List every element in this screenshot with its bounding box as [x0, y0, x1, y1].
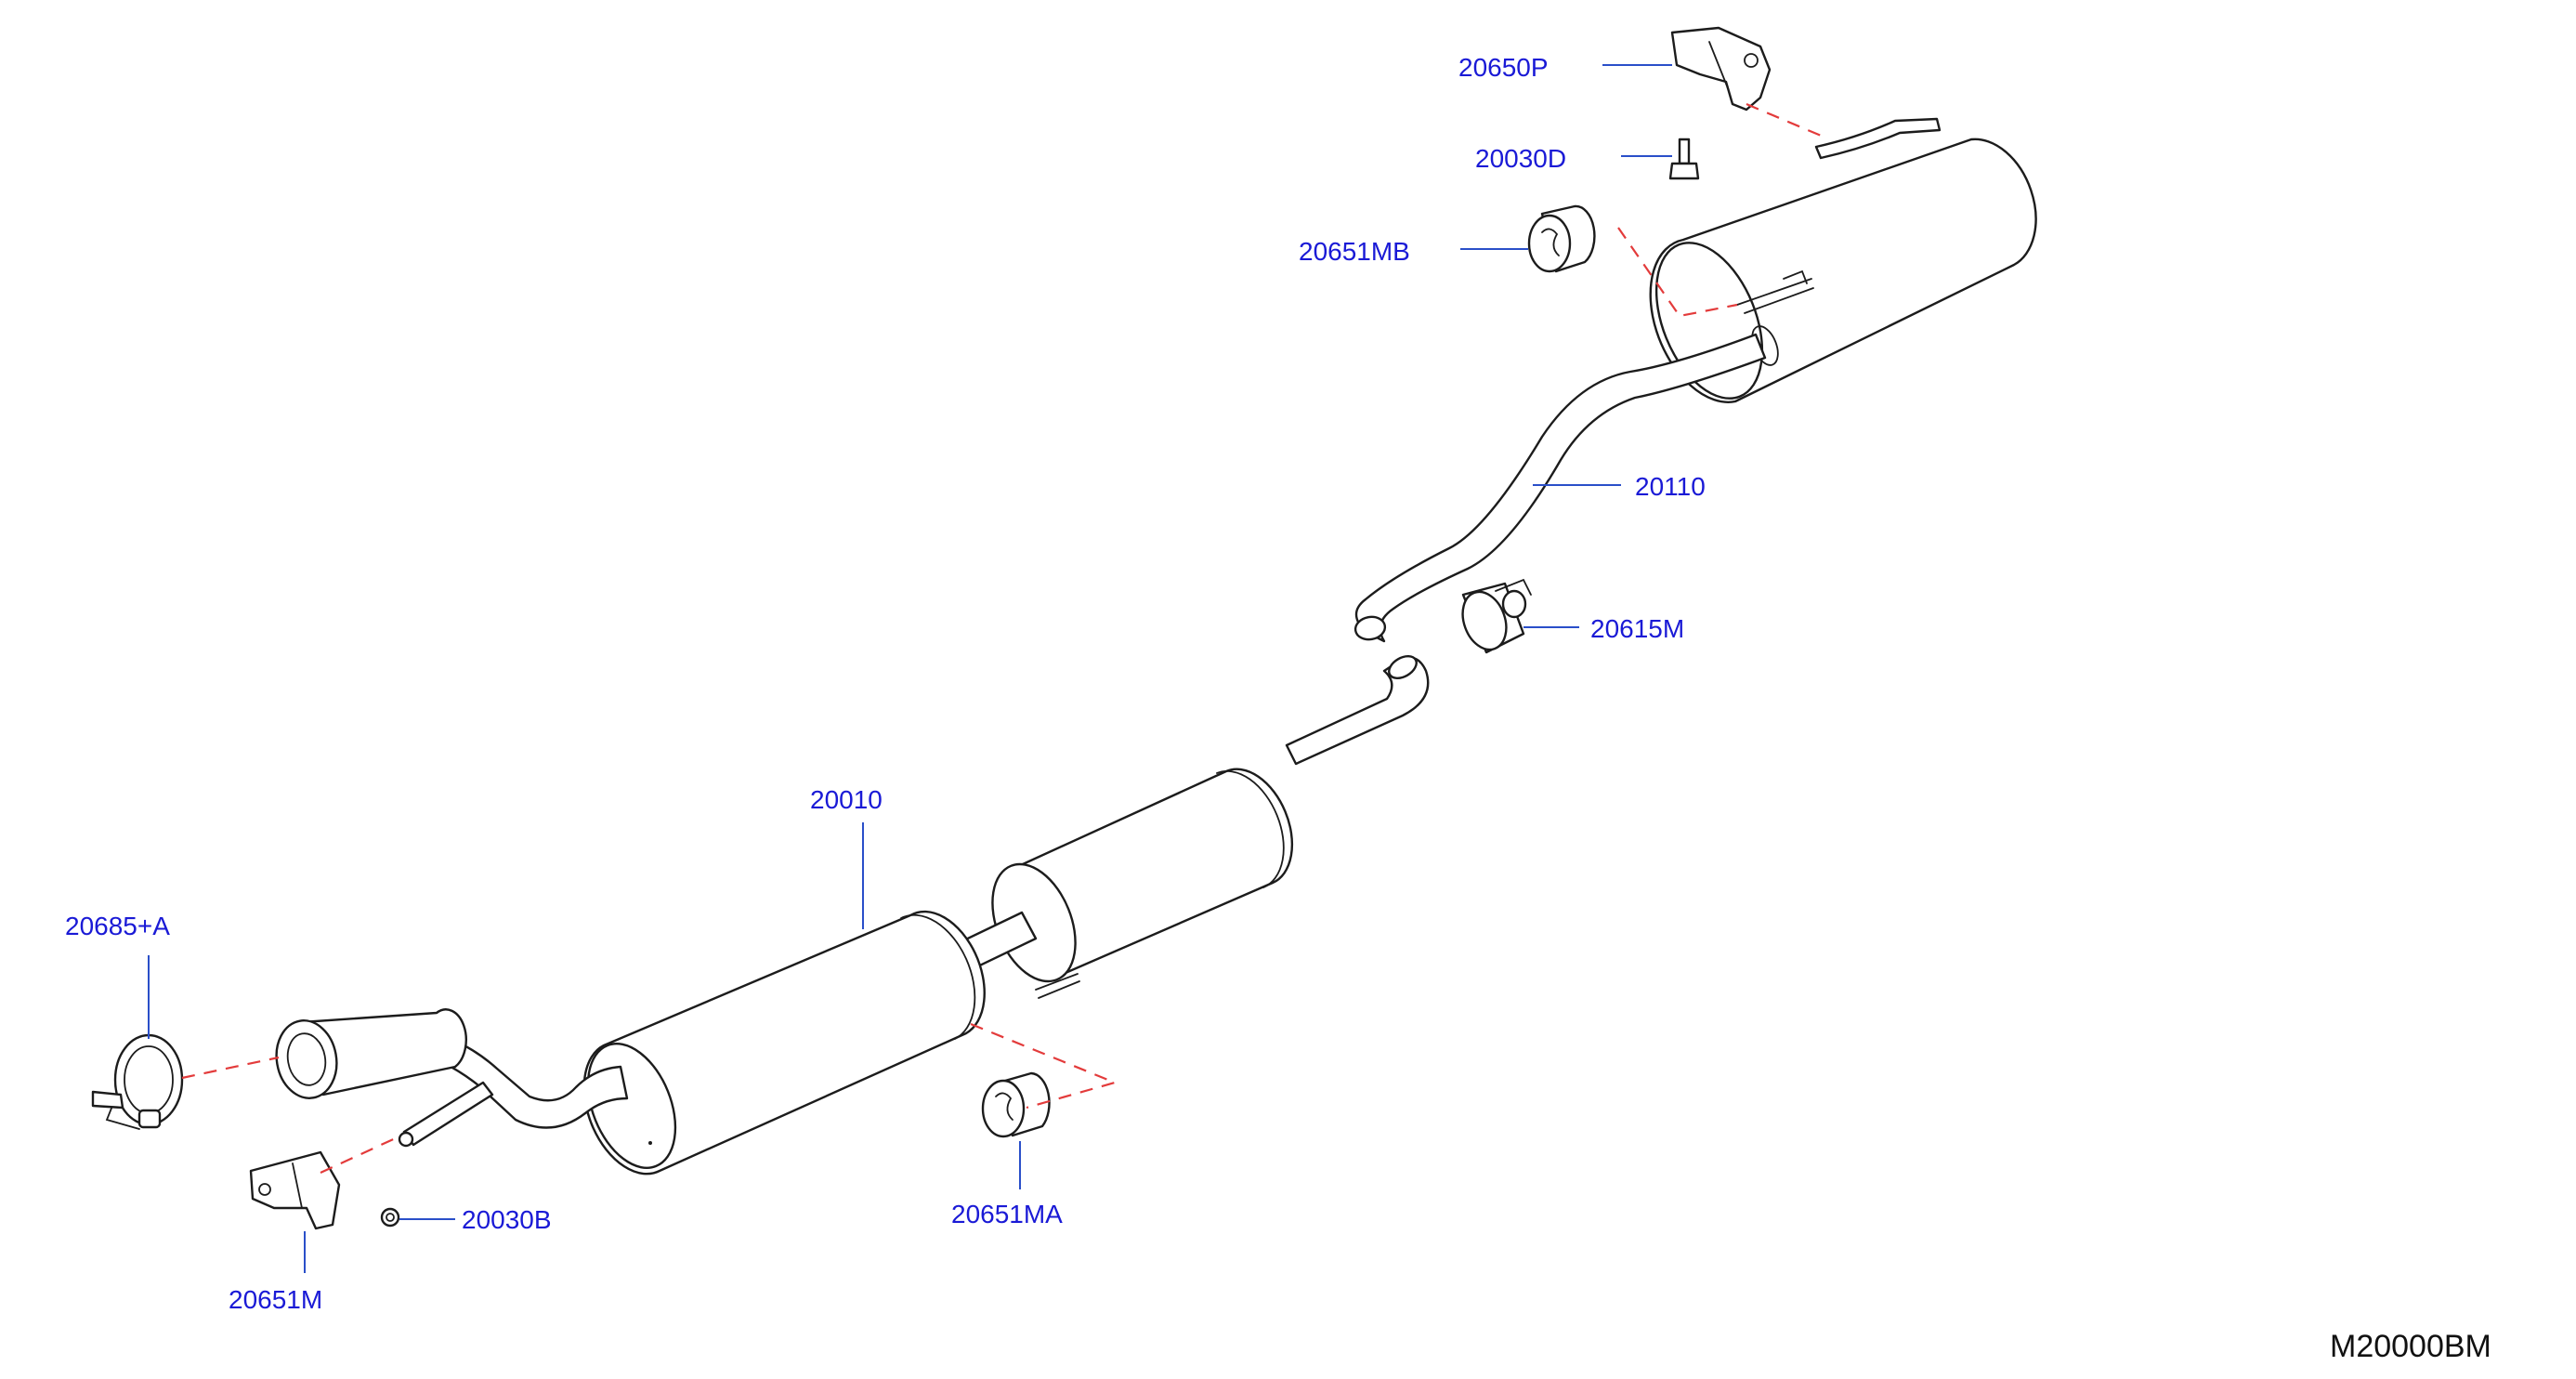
label-20615M[interactable]: 20615M [1590, 614, 1684, 643]
label-20110[interactable]: 20110 [1635, 472, 1706, 501]
rubber-mount-rear [1527, 204, 1596, 273]
part-labels: 20650P 20030D 20651MB 20110 20615M 20010… [65, 53, 2491, 1364]
hanger-bracket-rear [1670, 26, 1772, 112]
diagram-id: M20000BM [2330, 1329, 2491, 1364]
leader-lines [148, 64, 1672, 1273]
pipe-clamp [1461, 578, 1532, 654]
label-20651MA[interactable]: 20651MA [951, 1200, 1063, 1228]
rear-muffler-assembly [1353, 117, 2037, 643]
center-muffler-assembly [275, 655, 1430, 1175]
label-20651M[interactable]: 20651M [229, 1285, 322, 1314]
label-20650P[interactable]: 20650P [1458, 53, 1549, 82]
label-20030D[interactable]: 20030D [1475, 144, 1566, 173]
label-20651MB[interactable]: 20651MB [1299, 237, 1410, 266]
label-20685A[interactable]: 20685+A [65, 912, 170, 940]
rubber-mount-center [981, 1071, 1051, 1138]
label-20030B[interactable]: 20030B [462, 1205, 552, 1234]
alignment-dash-lines [181, 102, 1826, 1174]
label-20010[interactable]: 20010 [810, 785, 883, 814]
flange-gasket-clamp [91, 1033, 184, 1130]
bolt-rear [1668, 138, 1700, 180]
hanger-bracket-front [249, 1150, 341, 1230]
nut-front [380, 1207, 400, 1228]
